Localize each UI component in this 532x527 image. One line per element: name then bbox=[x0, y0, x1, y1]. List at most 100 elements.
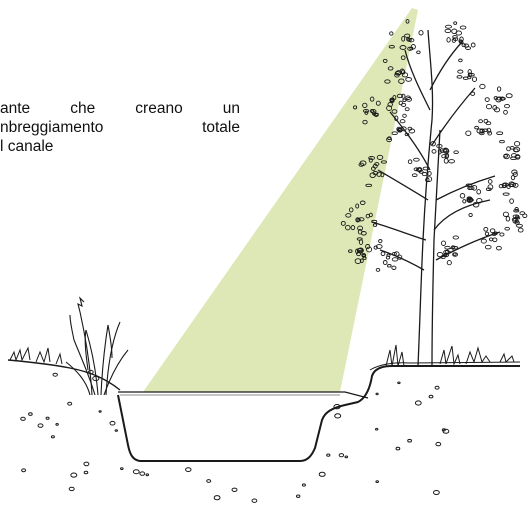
leaf bbox=[382, 58, 388, 63]
leaf bbox=[398, 78, 405, 84]
soil-pebble bbox=[442, 428, 450, 434]
leaf bbox=[387, 66, 394, 71]
leaf bbox=[519, 211, 526, 216]
leaf bbox=[388, 44, 395, 49]
leaf bbox=[422, 166, 430, 171]
leaf bbox=[387, 136, 392, 141]
leaf bbox=[430, 141, 436, 147]
leaf bbox=[401, 93, 406, 99]
leaf bbox=[394, 72, 400, 78]
leaf bbox=[446, 260, 452, 266]
diagram-caption: ante che creano un nbreggiamento totale … bbox=[0, 99, 240, 156]
leaf bbox=[358, 239, 364, 245]
leaf bbox=[408, 38, 415, 43]
leaf bbox=[492, 237, 498, 243]
soil-pebble bbox=[395, 446, 401, 451]
canal-water-line bbox=[118, 391, 369, 399]
leaf bbox=[476, 197, 483, 204]
reed-icon bbox=[65, 296, 129, 396]
leaf bbox=[436, 143, 443, 149]
leaf bbox=[401, 102, 407, 107]
leaf bbox=[387, 102, 393, 107]
leaf bbox=[503, 153, 510, 160]
leaf bbox=[455, 30, 462, 36]
leaf bbox=[517, 227, 524, 233]
leaf bbox=[386, 136, 393, 143]
leaf bbox=[389, 97, 395, 102]
leaf bbox=[399, 119, 406, 124]
soil-pebble bbox=[326, 453, 331, 457]
leaf bbox=[504, 103, 510, 109]
leaf bbox=[375, 100, 381, 106]
leaf bbox=[378, 239, 383, 244]
leaf bbox=[396, 93, 404, 99]
leaf bbox=[504, 226, 510, 231]
leaf bbox=[441, 154, 447, 159]
leaf bbox=[444, 152, 450, 158]
leaf bbox=[484, 231, 490, 236]
soil-pebble bbox=[45, 416, 50, 420]
leaf bbox=[404, 132, 410, 137]
leaf bbox=[340, 220, 346, 226]
leaf bbox=[495, 245, 502, 251]
leaf bbox=[442, 147, 447, 154]
leaf bbox=[386, 105, 393, 111]
leaf bbox=[487, 179, 493, 184]
leaf bbox=[522, 213, 528, 218]
soil-pebble bbox=[55, 423, 59, 426]
leaf bbox=[462, 76, 469, 80]
leaf bbox=[369, 172, 376, 179]
soil-pebble bbox=[37, 423, 44, 428]
leaf bbox=[459, 193, 466, 199]
leaf bbox=[465, 130, 472, 136]
leaf bbox=[402, 113, 407, 118]
leaf bbox=[373, 245, 378, 250]
leaf bbox=[368, 155, 375, 161]
leaf bbox=[401, 72, 409, 78]
leaf bbox=[502, 211, 509, 217]
leaf bbox=[411, 173, 418, 178]
leaf bbox=[353, 105, 358, 110]
leaf bbox=[391, 251, 397, 256]
leaf bbox=[506, 146, 511, 152]
soil-pebble bbox=[251, 498, 258, 503]
leaf bbox=[514, 140, 521, 147]
leaf bbox=[444, 245, 451, 250]
leaf bbox=[399, 68, 405, 75]
leaf bbox=[496, 86, 502, 92]
leaf bbox=[512, 218, 517, 224]
leaf bbox=[416, 50, 421, 55]
leaf bbox=[401, 35, 406, 42]
caption-line-2: nbreggiamento totale bbox=[0, 119, 240, 136]
soil-pebble bbox=[301, 483, 306, 487]
soil-pebble bbox=[318, 471, 326, 477]
leaf bbox=[364, 110, 369, 115]
tree-foliage bbox=[340, 19, 528, 272]
leaf bbox=[348, 207, 354, 213]
leaf bbox=[362, 108, 370, 113]
soil-pebble bbox=[397, 381, 401, 385]
leaf bbox=[394, 115, 399, 122]
leaf bbox=[513, 148, 519, 153]
leaf bbox=[499, 139, 505, 144]
soil-pebble bbox=[185, 467, 192, 473]
leaf bbox=[483, 226, 489, 232]
leaf bbox=[516, 223, 523, 228]
leaf bbox=[465, 46, 472, 50]
caption-line-1: ante che creano un bbox=[0, 100, 240, 117]
leaf bbox=[376, 154, 384, 160]
leaf bbox=[452, 235, 459, 240]
leaf bbox=[457, 69, 464, 74]
leaf bbox=[453, 21, 458, 25]
leaf bbox=[354, 258, 362, 264]
soil-pebble bbox=[120, 467, 124, 471]
leaf bbox=[495, 96, 502, 103]
soil-pebble bbox=[52, 372, 58, 377]
leaf bbox=[487, 184, 494, 190]
leaf bbox=[470, 42, 476, 48]
leaf bbox=[372, 112, 379, 117]
leaf bbox=[451, 245, 456, 249]
leaf bbox=[458, 58, 463, 63]
leaf bbox=[358, 217, 365, 222]
